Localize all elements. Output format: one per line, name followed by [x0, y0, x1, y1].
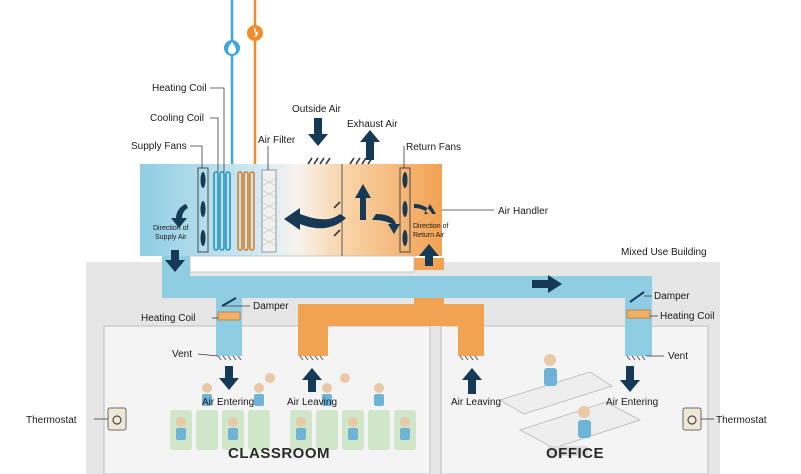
air-filter-icon	[261, 169, 277, 253]
return-fans-icon	[399, 167, 411, 253]
label-heating-coil-right: Heating Coil	[660, 311, 714, 322]
label-return-fans: Return Fans	[406, 142, 461, 153]
label-air-filter: Air Filter	[258, 135, 296, 146]
label-air-handler: Air Handler	[498, 206, 549, 217]
flame-icon	[247, 25, 263, 41]
label-heating-coil-left: Heating Coil	[141, 313, 195, 324]
label-heating-coil-top: Heating Coil	[152, 83, 206, 94]
air-handler-unit	[140, 164, 442, 256]
label-office: OFFICE	[546, 445, 604, 462]
heating-coil-left-unit	[217, 311, 241, 321]
label-outside-air: Outside Air	[292, 104, 342, 115]
damper-right-blade	[629, 291, 645, 303]
heating-coil-right-unit	[626, 309, 651, 319]
return-up-arrow	[419, 244, 439, 266]
label-mixed-use-building: Mixed Use Building	[621, 247, 707, 258]
heating-coil-icon	[237, 171, 255, 251]
thermostat-left-icon	[107, 407, 127, 431]
label-cooling-coil: Cooling Coil	[150, 113, 204, 124]
label-damper-left: Damper	[253, 301, 289, 312]
label-air-leaving-left: Air Leaving	[287, 397, 337, 408]
label-vent-right: Vent	[668, 351, 688, 362]
office-leaving-arrow	[462, 368, 482, 394]
label-direction-supply-2: Supply Air	[155, 234, 187, 241]
classroom-people	[170, 373, 416, 450]
label-direction-return-2: Return Air	[413, 232, 445, 239]
outside-air-arrow	[308, 118, 328, 146]
label-damper-right: Damper	[654, 291, 690, 302]
label-classroom: CLASSROOM	[228, 445, 330, 462]
supply-fans-icon	[197, 167, 209, 253]
classroom-entering-arrow	[219, 366, 239, 390]
water-drop-icon	[224, 40, 240, 56]
air-handler-inner	[189, 255, 415, 273]
label-supply-fans: Supply Fans	[131, 141, 187, 152]
label-exhaust-air: Exhaust Air	[347, 119, 398, 130]
supply-direction-arrow	[171, 204, 188, 228]
vent-grilles	[217, 355, 646, 361]
label-direction-supply-1: Direction of	[153, 225, 188, 232]
label-vent-left: Vent	[172, 349, 192, 360]
thermostat-right-icon	[682, 407, 702, 431]
air-flow-arrows	[165, 118, 640, 394]
label-air-leaving-right: Air Leaving	[451, 397, 501, 408]
office-people	[499, 354, 642, 456]
mix-return-curve-arrow	[372, 214, 400, 234]
cooling-coil-icon	[213, 171, 231, 251]
label-thermostat-right: Thermostat	[716, 415, 767, 426]
mixing-exhaust-arrow	[355, 184, 371, 220]
office-entering-arrow	[620, 366, 640, 392]
return-direction-arrow	[414, 204, 436, 214]
mix-left-arrow	[284, 208, 346, 230]
leader-lines	[190, 87, 664, 357]
label-direction-return-1: Direction of	[413, 223, 448, 230]
duct-flow-arrow	[532, 275, 562, 293]
supply-down-arrow	[165, 250, 185, 272]
label-air-entering-right: Air Entering	[606, 397, 658, 408]
label-air-entering-left: Air Entering	[202, 397, 254, 408]
classroom-leaving-arrow	[302, 368, 322, 392]
exhaust-air-arrow	[360, 130, 380, 160]
label-thermostat-left: Thermostat	[26, 415, 77, 426]
damper-left-blade	[221, 297, 237, 307]
